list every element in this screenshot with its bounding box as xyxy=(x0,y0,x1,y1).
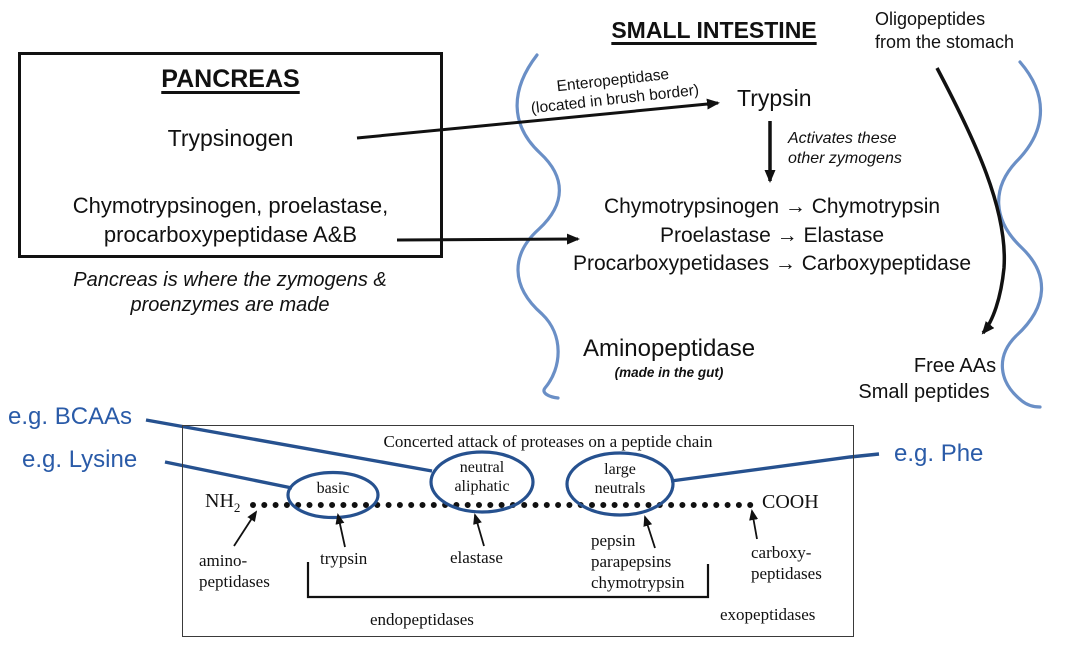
activates-note: Activates these other zymogens xyxy=(788,129,902,169)
oval-neutral-aliphatic-residues xyxy=(429,450,535,514)
arrow-pepsin-site xyxy=(643,515,656,549)
aminopeptidases-line1: amino- xyxy=(199,551,248,570)
peptide-figure-title: Concerted attack of proteases on a pepti… xyxy=(383,432,713,451)
leader-line-lysine xyxy=(164,460,293,490)
aminopeptidase-label: Aminopeptidase xyxy=(582,335,756,362)
brush-border-wave-right-icon xyxy=(997,60,1044,409)
free-aas-label: Free AAs xyxy=(913,355,997,377)
arrow-trypsin-site xyxy=(335,513,346,548)
trypsin-label: Trypsin xyxy=(737,85,812,111)
pancreas-caption: Pancreas is where the zymogens & proenzy… xyxy=(30,268,430,318)
pancreas-caption-line1: Pancreas is where the zymogens & xyxy=(73,269,387,291)
endopeptidases-label: endopeptidases xyxy=(370,610,474,629)
cooh-terminus-label: COOH xyxy=(762,491,819,513)
annotation-phe: e.g. Phe xyxy=(894,440,984,467)
oval-neutral-line2: aliphatic xyxy=(454,478,510,495)
pancreas-title: PANCREAS xyxy=(161,65,300,93)
conversion-proelastase: Proelastase → Elastase xyxy=(659,223,885,247)
aminopeptidase-group: Aminopeptidase (made in the gut) xyxy=(569,335,769,380)
oval-basic-residues xyxy=(286,470,380,520)
pepsin-group-label: pepsin parapepsins chymotrypsin xyxy=(591,530,685,593)
arrow-zymogens-to-intestine xyxy=(396,233,580,245)
arrow-trypsinogen-to-trypsin xyxy=(356,98,720,140)
carboxypeptidases-line1: carboxy- xyxy=(751,543,812,562)
oval-neutral-line1: neutral xyxy=(459,459,505,476)
peptide-attack-box xyxy=(182,425,854,637)
pancreas-caption-line2: proenzymes are made xyxy=(130,294,330,316)
nh2-terminus-label: NH2 xyxy=(205,490,240,516)
carboxypeptidases-line2: peptidases xyxy=(751,564,822,583)
oval-basic-label: basic xyxy=(316,480,350,497)
aminopeptidase-note: (made in the gut) xyxy=(614,365,724,380)
conversion-chymotrypsinogen: Chymotrypsinogen → Chymotrypsin xyxy=(603,195,941,218)
pancreas-zymogen-list: Chymotrypsinogen, proelastase, procarbox… xyxy=(21,191,440,249)
nh2-text: NH xyxy=(205,490,234,512)
aminopeptidases-label: amino- peptidases xyxy=(199,550,270,592)
pancreas-zymogen-list-line1: Chymotrypsinogen, proelastase, xyxy=(72,193,389,218)
arrow-carboxypeptidases xyxy=(749,509,759,540)
nh2-subscript: 2 xyxy=(233,500,241,515)
activates-note-line1: Activates these xyxy=(788,130,897,147)
zymogen-conversion-list: Chymotrypsinogen → Chymotrypsin Proelast… xyxy=(542,193,1002,279)
small-intestine-title: SMALL INTESTINE xyxy=(611,17,817,43)
endopeptidases-bracket xyxy=(306,562,710,599)
conversion-procarboxypeptidases: Procarboxypetidases → Carboxypeptidase xyxy=(572,252,972,275)
arrow-aminopeptidases xyxy=(233,510,258,547)
pepsin-line1: pepsin xyxy=(591,531,636,550)
oligopeptides-label-line1: Oligopeptides xyxy=(875,9,986,29)
pancreas-trypsinogen-label: Trypsinogen xyxy=(167,125,294,151)
brush-border-wave-left-icon xyxy=(515,53,561,400)
oval-neutral-aliphatic-label: neutral aliphatic xyxy=(432,458,532,496)
oligopeptides-label-line2: from the stomach xyxy=(875,32,1015,52)
leader-line-phe xyxy=(670,452,880,483)
oval-large-neutrals-label: large neutrals xyxy=(570,460,670,498)
leader-line-bcaas xyxy=(145,418,433,473)
oligopeptides-label: Oligopeptides from the stomach xyxy=(875,8,1014,54)
annotation-bcaas: e.g. BCAAs xyxy=(8,403,133,430)
pepsin-line2: parapepsins xyxy=(591,552,672,571)
oval-large-line1: large xyxy=(604,461,636,478)
pancreas-zymogen-list-line2: procarboxypeptidase A&B xyxy=(103,222,358,247)
oval-large-neutral-residues xyxy=(565,451,675,517)
small-peptides-label: Small peptides xyxy=(858,381,990,403)
pepsin-line3: chymotrypsin xyxy=(591,573,685,592)
oval-large-line2: neutrals xyxy=(594,480,646,497)
activates-note-line2: other zymogens xyxy=(788,150,902,167)
aminopeptidases-line2: peptidases xyxy=(199,572,270,591)
annotation-lysine: e.g. Lysine xyxy=(22,446,138,473)
trypsin-site-label: trypsin xyxy=(320,549,368,568)
elastase-site-label: elastase xyxy=(450,548,503,567)
pancreas-box: PANCREAS Trypsinogen Chymotrypsinogen, p… xyxy=(18,52,443,258)
carboxypeptidases-label: carboxy- peptidases xyxy=(751,542,822,584)
arrow-elastase-site xyxy=(473,513,485,547)
exopeptidases-label: exopeptidases xyxy=(720,605,816,624)
arrow-oligopeptides-to-free-aas xyxy=(935,67,1007,335)
